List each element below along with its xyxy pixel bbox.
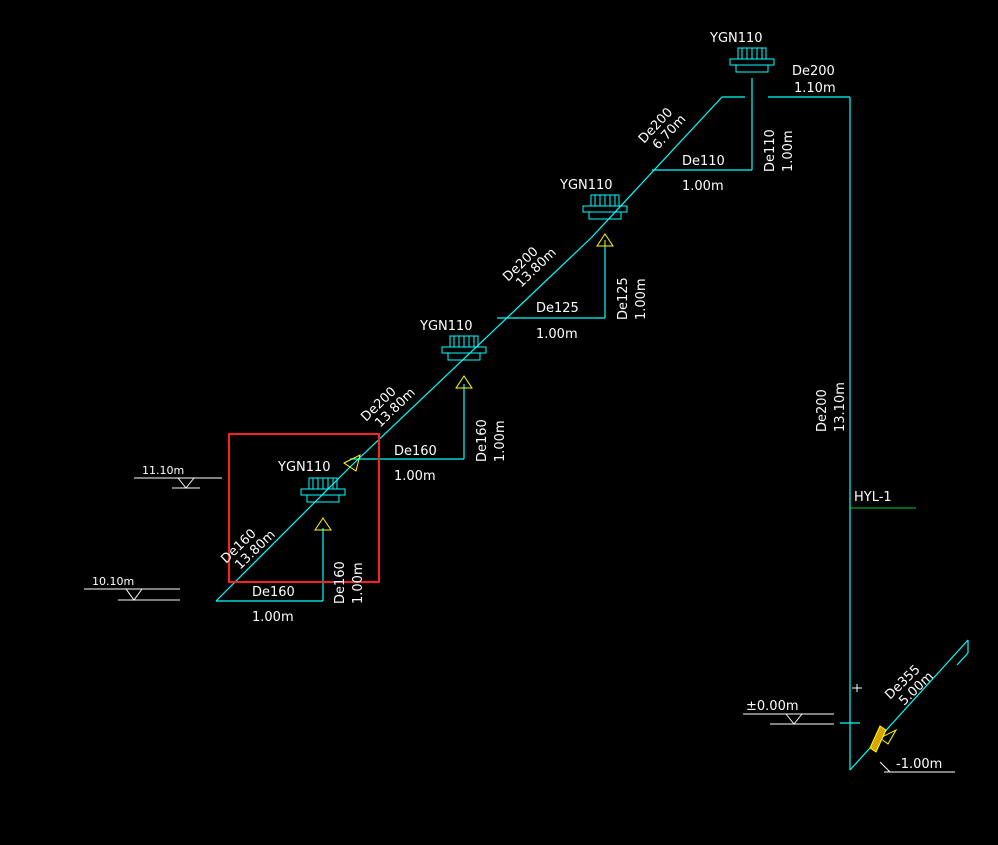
flow-arrow-icon bbox=[455, 375, 473, 389]
pipe-size-label: De110 bbox=[763, 129, 778, 172]
flow-arrow-icons bbox=[314, 233, 898, 753]
pipe-size-label: De160 bbox=[394, 444, 437, 459]
elevation-leader bbox=[879, 761, 891, 773]
elevation-label: 10.10m bbox=[92, 575, 134, 588]
pipe-size-label: De125 bbox=[616, 277, 631, 320]
selection-highlight-box[interactable] bbox=[228, 433, 380, 583]
drain-tag: YGN110 bbox=[277, 460, 331, 475]
roof-drain-icon bbox=[582, 194, 628, 220]
pipe-segment bbox=[590, 96, 723, 239]
elevation-label: 11.10m bbox=[142, 464, 184, 477]
flow-arrow-icon bbox=[596, 233, 614, 247]
flow-arrow-icon bbox=[879, 728, 898, 745]
drain-tag: YGN110 bbox=[709, 31, 763, 46]
pipe-size-label: De160 bbox=[475, 419, 490, 462]
elevation-triangle-icon bbox=[785, 713, 803, 725]
elevation-marks bbox=[84, 477, 955, 773]
flow-arrow-icon bbox=[343, 454, 361, 472]
roof-drain-icon bbox=[300, 477, 346, 503]
outlet-fitting-icon bbox=[869, 725, 887, 753]
pipe-length-label: 1.00m bbox=[394, 469, 436, 484]
riser-tag: HYL-1 bbox=[854, 490, 892, 505]
pipe-length-label: 1.00m bbox=[252, 610, 294, 625]
pipe-size-label: De160 bbox=[333, 561, 348, 604]
pipe-length-label: 13.10m bbox=[833, 382, 848, 432]
elevation-label: -1.00m bbox=[896, 757, 942, 772]
pipe-size-label: De160 bbox=[252, 585, 295, 600]
pipe-segment bbox=[215, 466, 351, 602]
pipe-length-label: 1.00m bbox=[493, 420, 508, 462]
pipe-segment bbox=[956, 652, 969, 666]
pipe-length-label: 1.00m bbox=[536, 327, 578, 342]
pipe-length-label: 1.00m bbox=[781, 130, 796, 172]
labels: YGN110 YGN110 YGN110 YGN110 De200 1.10m … bbox=[92, 31, 942, 772]
pipe-length-label: 1.00m bbox=[634, 278, 649, 320]
pipe-size-label: De125 bbox=[536, 301, 579, 316]
roof-drain-icon bbox=[441, 335, 487, 361]
elevation-label: ±0.00m bbox=[746, 699, 799, 714]
roof-drain-icon bbox=[729, 47, 775, 73]
pipe-size-label: De200 bbox=[815, 389, 830, 432]
pipe-size-label: De110 bbox=[682, 154, 725, 169]
pipe-length-label: 1.00m bbox=[351, 562, 366, 604]
pipe-size-label: De200 bbox=[792, 64, 835, 79]
flow-arrow-icon bbox=[314, 517, 332, 531]
drain-tag: YGN110 bbox=[559, 178, 613, 193]
pipe-length-label: 1.10m bbox=[794, 81, 836, 96]
elevation-triangle-icon bbox=[177, 477, 195, 489]
pipe-length-label: 1.00m bbox=[682, 179, 724, 194]
drain-tag: YGN110 bbox=[419, 319, 473, 334]
elevation-triangle-icon bbox=[125, 588, 143, 601]
